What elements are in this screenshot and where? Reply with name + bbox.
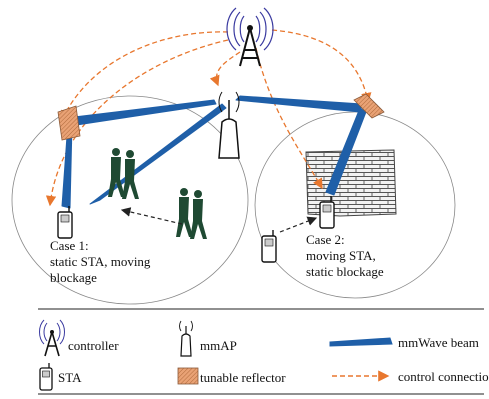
legend-mmap-icon	[179, 320, 193, 357]
sta-phone-case1	[57, 206, 73, 239]
case2-label: Case 2: moving STA, static blockage	[306, 232, 384, 279]
case2-line1: Case 2:	[306, 232, 345, 247]
brick-wall-icon	[305, 149, 397, 217]
mmwave-beams	[61, 95, 367, 209]
sta-phone-case2	[319, 196, 335, 229]
control-connections	[45, 29, 372, 207]
sta-phone-case2-moving	[261, 230, 277, 263]
case2-line3: static blockage	[306, 264, 384, 279]
case1-line3: blockage	[50, 270, 97, 285]
case1-label: Case 1: static STA, moving blockage	[50, 238, 154, 285]
blockage-movement-arrow	[120, 207, 183, 225]
legend-sta-icon	[39, 363, 53, 391]
legend-controller-icon	[39, 319, 65, 357]
walking-people-icon	[108, 148, 207, 239]
legend-beam-label: mmWave beam	[398, 335, 479, 350]
case1-coverage-area	[11, 95, 249, 305]
case1-line2: static STA, moving	[50, 254, 151, 269]
legend-controller-label: controller	[68, 338, 119, 353]
legend-mmap-label: mmAP	[200, 338, 237, 353]
legend-reflector-icon	[177, 367, 199, 385]
controller-tower-icon	[226, 7, 274, 67]
legend-beam-icon	[329, 337, 393, 347]
sta-movement-arrow	[279, 216, 318, 233]
reflector-left	[57, 105, 81, 141]
legend-sta-label: STA	[58, 370, 82, 385]
legend-reflector-label: tunable reflector	[200, 370, 286, 385]
mmap-antenna-icon	[218, 91, 240, 159]
case2-line2: moving STA,	[306, 248, 376, 263]
case1-line1: Case 1:	[50, 238, 89, 253]
legend-control-label: control connection	[398, 369, 489, 384]
reflector-right	[353, 93, 385, 119]
